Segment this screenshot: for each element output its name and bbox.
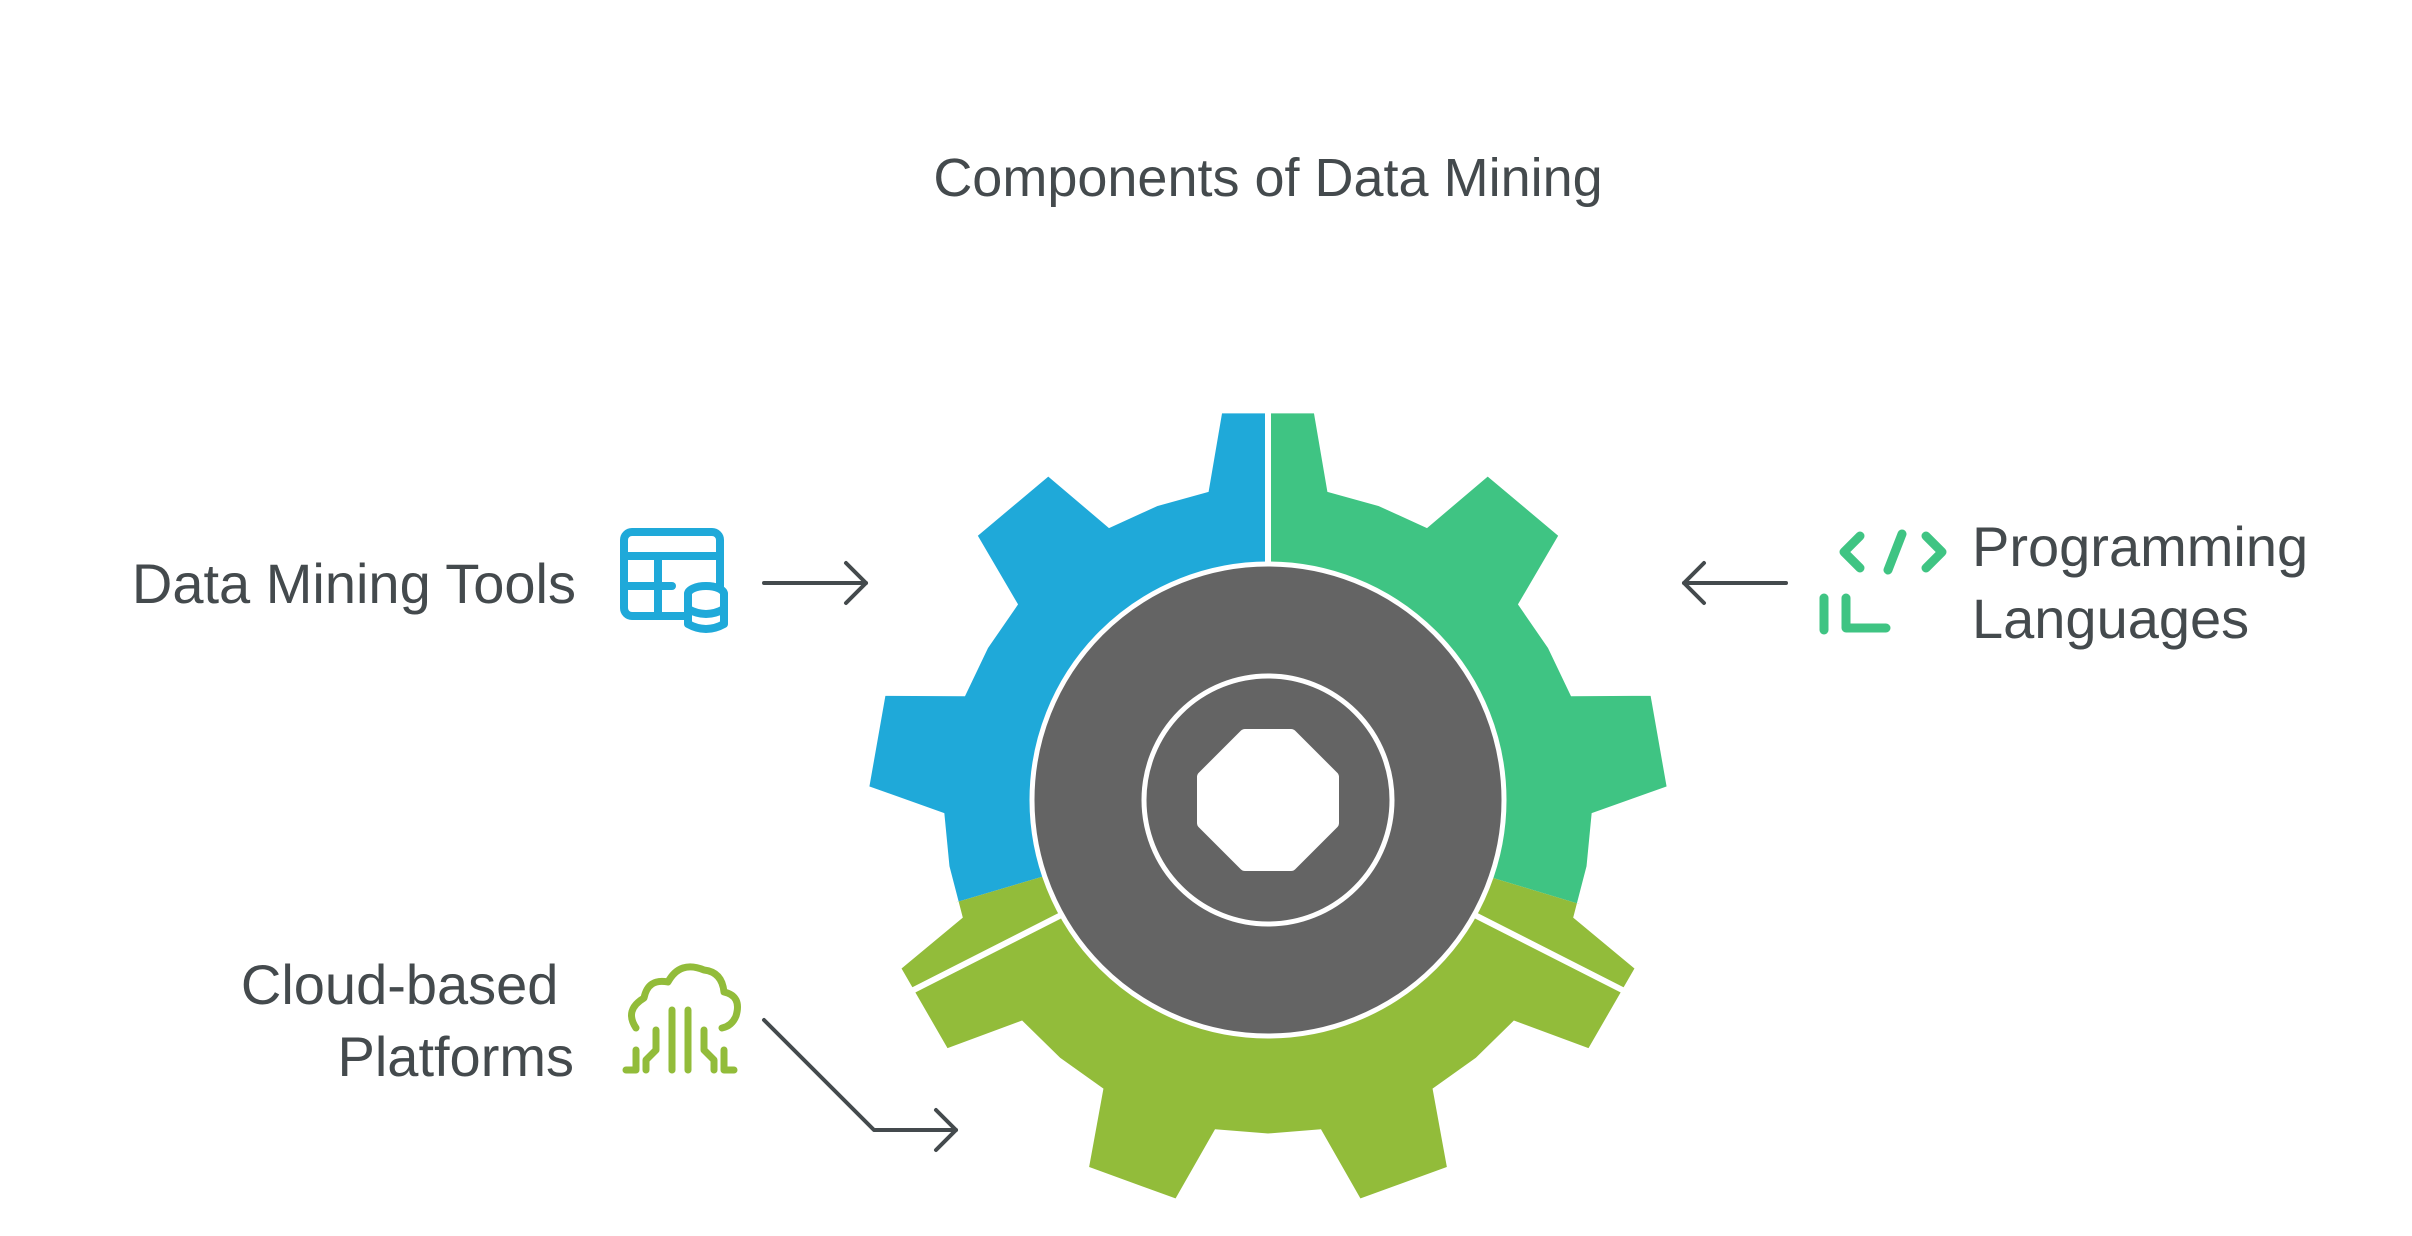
hub-center-hole [1197,729,1339,871]
gear-segments [863,408,1673,1205]
gear-hub [1029,561,1507,1039]
arrow-languages [1682,561,1788,605]
arrow-cloud [762,1018,958,1152]
label-programming-languages: Programming Languages [1972,515,2324,650]
arrow-tools [762,561,868,605]
code-icon [1819,529,1947,635]
database-table-icon [620,528,728,633]
diagram-title: Components of Data Mining [933,148,1602,208]
label-data-mining-tools: Data Mining Tools [132,552,576,615]
gear-segment-cloud [863,810,1673,1205]
label-cloud-based-platforms: Cloud-based Platforms [241,953,574,1088]
cloud-circuit-icon [622,963,741,1074]
